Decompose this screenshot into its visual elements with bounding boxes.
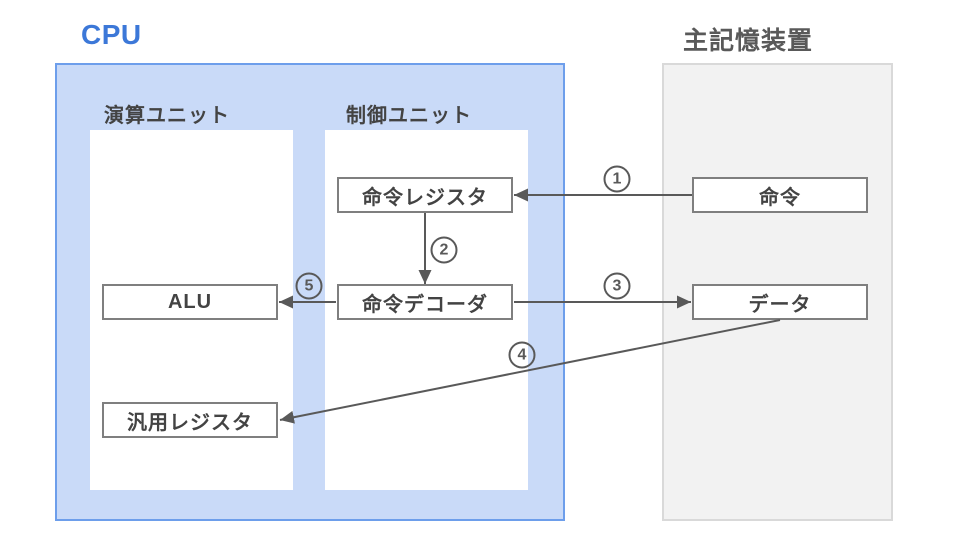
step-number-5: 5 xyxy=(295,272,323,300)
general-register-node: 汎用レジスタ xyxy=(102,402,278,438)
step-number-1: 1 xyxy=(603,165,631,193)
step-number-3: 3 xyxy=(603,272,631,300)
instruction-register-node: 命令レジスタ xyxy=(337,177,513,213)
data-node: データ xyxy=(692,284,868,320)
cpu-title: CPU xyxy=(81,19,142,50)
instruction-node: 命令 xyxy=(692,177,868,213)
step-number-2: 2 xyxy=(430,236,458,264)
instruction-decoder-node: 命令デコーダ xyxy=(337,284,513,320)
control-unit-label: 制御ユニット xyxy=(346,105,472,127)
arithmetic-unit-label: 演算ユニット xyxy=(104,105,230,127)
memory-title: 主記憶装置 xyxy=(683,27,814,55)
step-number-4: 4 xyxy=(508,341,536,369)
alu-node: ALU xyxy=(102,284,278,320)
